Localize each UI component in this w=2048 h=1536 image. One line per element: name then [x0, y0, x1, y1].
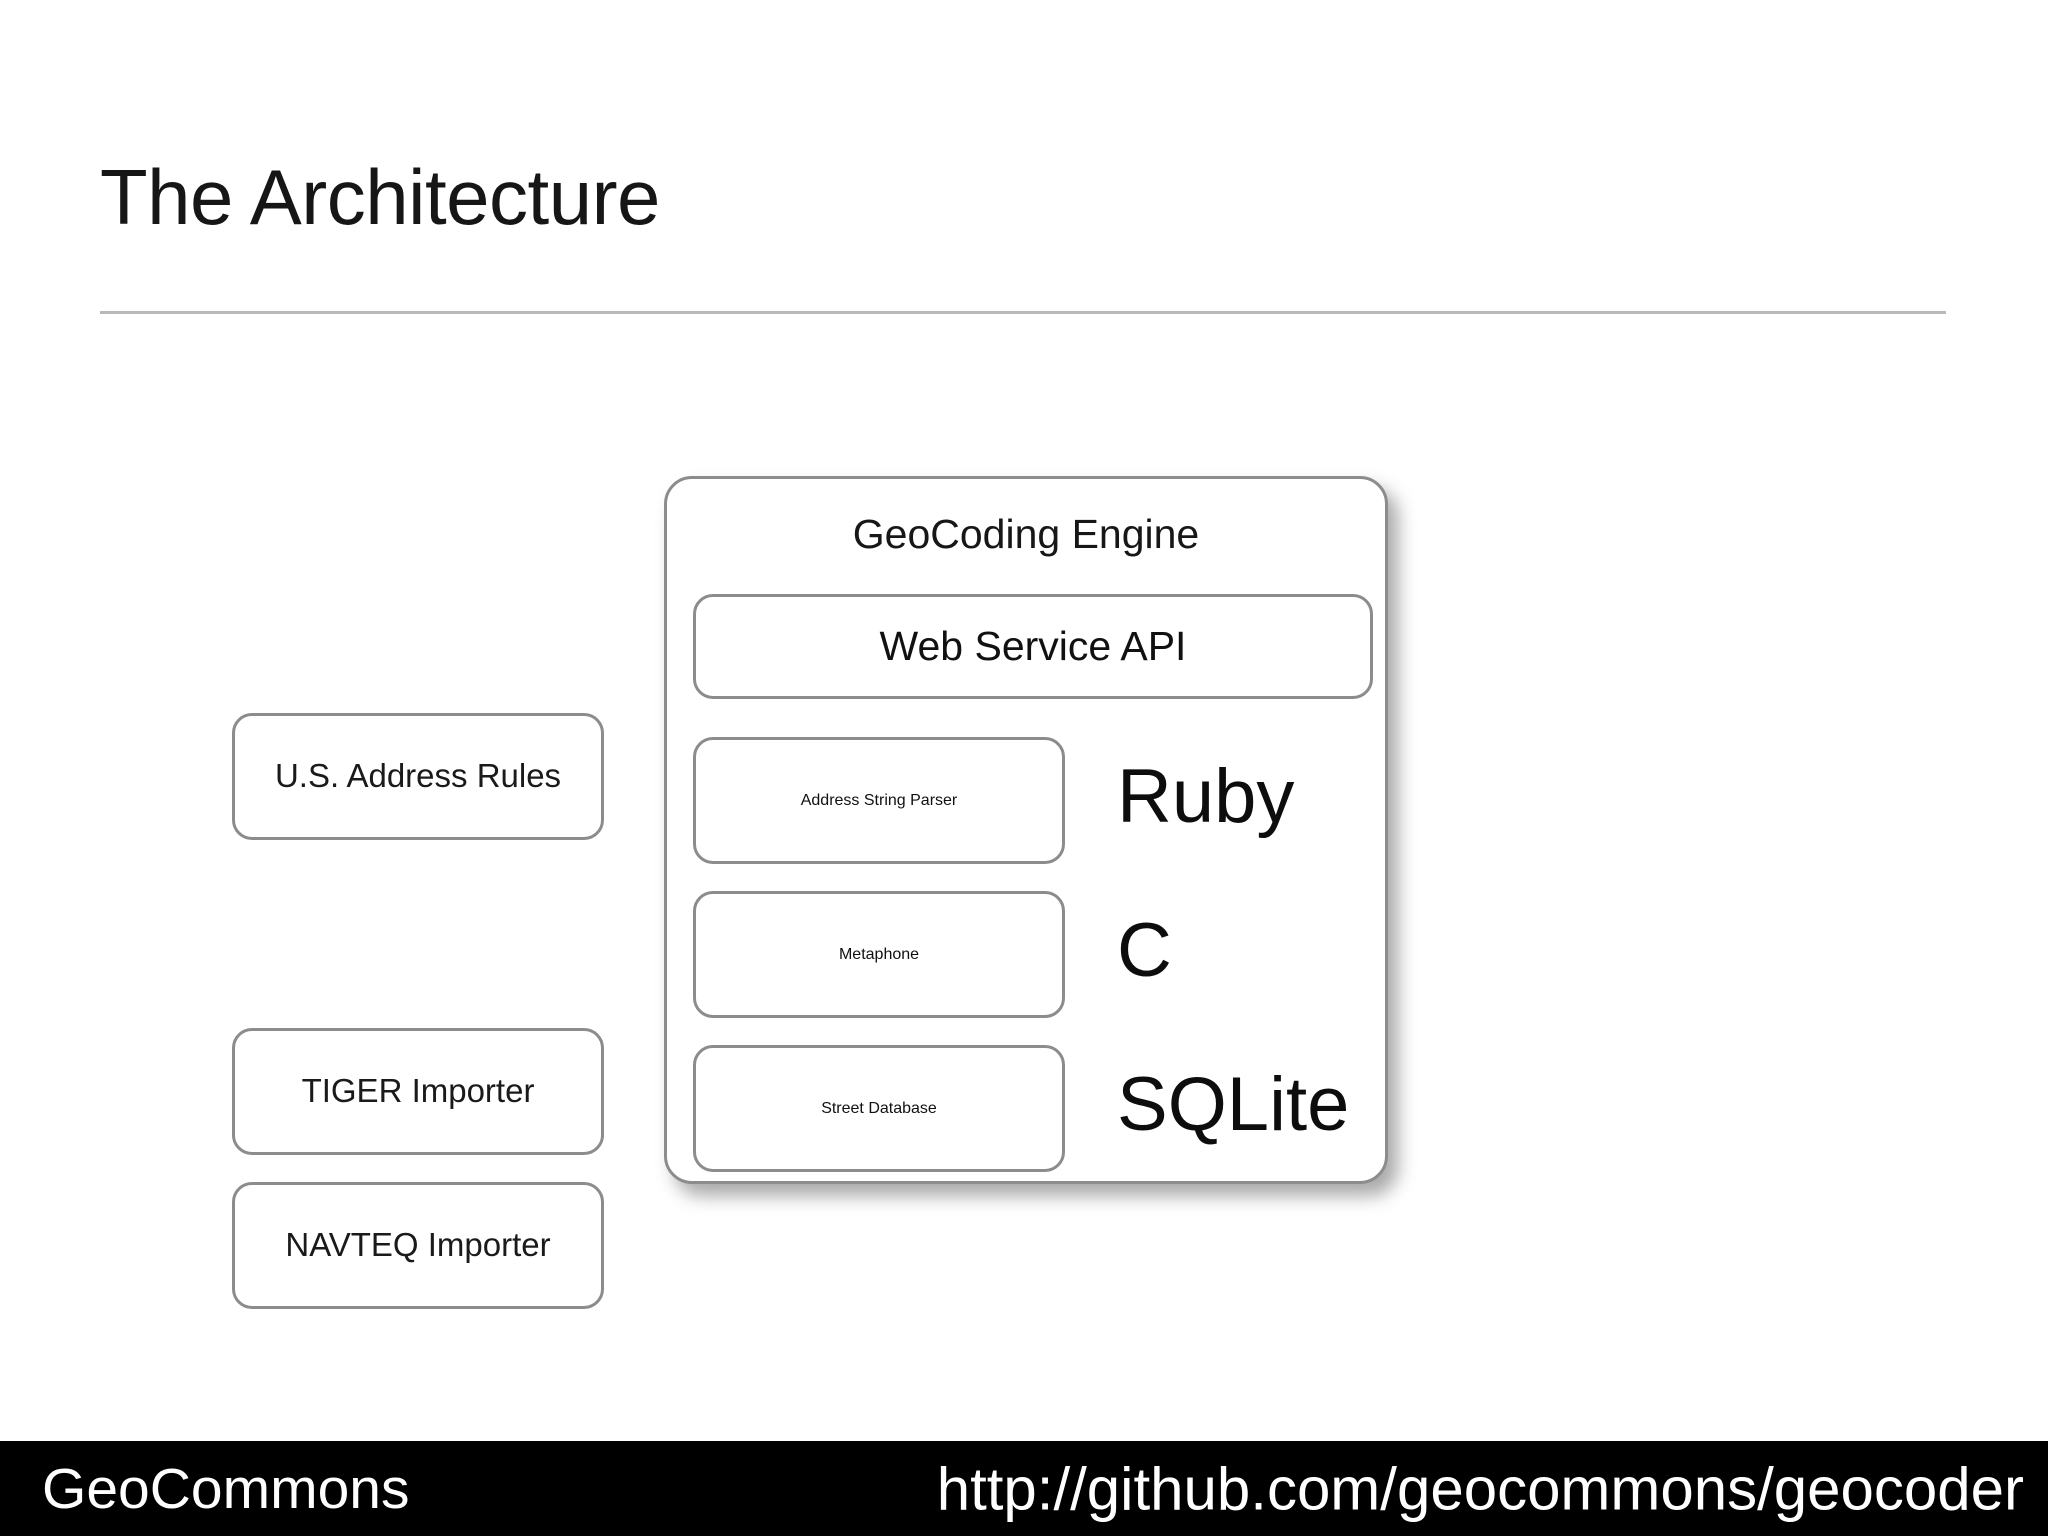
- footer-bar: GeoCommons http://github.com/geocommons/…: [0, 1441, 2048, 1536]
- footer-brand: GeoCommons: [42, 1456, 410, 1521]
- footer-url[interactable]: http://github.com/geocommons/geocoder: [936, 1455, 2024, 1522]
- engine-title: GeoCoding Engine: [852, 511, 1200, 557]
- node-metaphone: Metaphone: [693, 891, 1065, 1018]
- node-street-database: Street Database: [693, 1045, 1065, 1172]
- node-label: Metaphone: [838, 945, 920, 963]
- node-label: Web Service API: [879, 623, 1187, 669]
- node-tiger-importer: TIGER Importer: [232, 1028, 604, 1155]
- node-web-service-api: Web Service API: [693, 594, 1373, 699]
- node-label: U.S. Address Rules: [274, 757, 562, 795]
- language-label-sqlite: SQLite: [1117, 1062, 1350, 1147]
- geocoding-engine-container: GeoCoding Engine Web Service API Address…: [664, 476, 1388, 1184]
- node-us-address-rules: U.S. Address Rules: [232, 713, 604, 840]
- node-address-string-parser: Address String Parser: [693, 737, 1065, 864]
- node-label: NAVTEQ Importer: [285, 1226, 551, 1264]
- language-label-ruby: Ruby: [1117, 754, 1295, 839]
- node-label: TIGER Importer: [301, 1072, 535, 1110]
- node-label: Address String Parser: [800, 791, 958, 809]
- language-label-c: C: [1117, 908, 1172, 993]
- page-title: The Architecture: [100, 153, 660, 241]
- title-divider: [100, 311, 1946, 314]
- node-label: Street Database: [821, 1099, 937, 1117]
- node-navteq-importer: NAVTEQ Importer: [232, 1182, 604, 1309]
